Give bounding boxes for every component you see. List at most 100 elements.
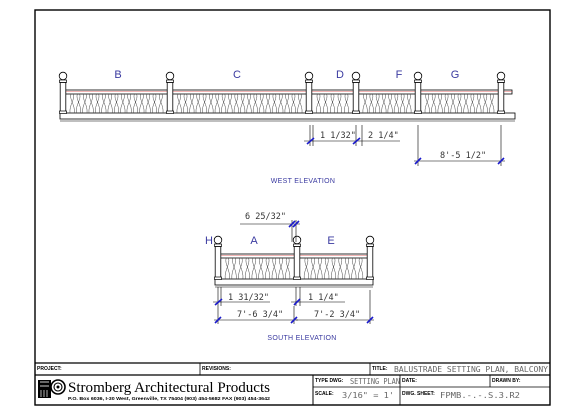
baluster (368, 93, 374, 114)
baluster (251, 257, 257, 280)
baluster (450, 93, 456, 114)
baluster (317, 257, 323, 280)
south-dimension-1: 6 25/32" (240, 212, 300, 242)
baluster (69, 93, 75, 114)
baluster (284, 93, 290, 114)
baluster (189, 93, 195, 114)
baluster (316, 93, 321, 114)
type-dwg-label: TYPE DWG: (315, 378, 344, 384)
type-dwg-value: SETTING PLAN (350, 377, 400, 386)
baluster (202, 93, 208, 114)
west-section-letter-b: B (114, 69, 121, 81)
baluster (285, 257, 291, 280)
baluster (195, 93, 201, 114)
revisions-label: REVISIONS: (202, 366, 231, 372)
baluster (387, 93, 393, 114)
west-dimension-3: 8'-5 1/2" (414, 125, 505, 166)
post (413, 71, 423, 114)
project-label: PROJECT: (37, 366, 62, 372)
baluster (337, 257, 343, 280)
baluster (114, 93, 119, 114)
baluster (271, 93, 277, 114)
post (58, 71, 68, 114)
baluster (406, 93, 412, 114)
baluster (291, 93, 296, 114)
baluster (337, 93, 342, 114)
south-elevation: H A E 6 25/32" 1 31/32" 1 1/4" (205, 212, 375, 342)
baluster (231, 257, 237, 280)
baluster (95, 93, 100, 114)
baluster (88, 93, 94, 114)
scale-value: 3/16" = 1' (342, 391, 394, 400)
post (165, 71, 175, 114)
west-section-letter-c: C (233, 69, 241, 81)
baluster (107, 93, 113, 114)
post (292, 235, 302, 280)
baluster (176, 93, 182, 114)
baluster (463, 93, 469, 114)
baluster (158, 93, 164, 114)
title-value: BALUSTRADE SETTING PLAN, BALCONY (394, 365, 549, 374)
company-name: Stromberg Architectural Products (68, 380, 270, 396)
baluster (476, 93, 482, 114)
baluster (183, 93, 188, 114)
baluster (208, 93, 214, 114)
company-address: P.O. Box 6036, I-30 West, Greenville, TX… (68, 396, 271, 401)
south-dimension-4: 7'-6 3/4" (214, 306, 298, 324)
south-elevation-caption: SOUTH ELEVATION (267, 335, 336, 342)
baluster (238, 257, 244, 280)
south-balustrade (213, 235, 375, 288)
plinth (59, 112, 516, 120)
baluster (344, 93, 349, 114)
baluster (240, 93, 246, 114)
baluster (152, 93, 157, 114)
south-dimension-5: 7'-2 3/4" (296, 290, 374, 324)
company-logo-icon (38, 379, 66, 398)
west-elevation: B C D F G 1 1/32" 2 1/4" 8'-5 1/2" (58, 69, 516, 185)
west-dim-label-1: 1 1/32" (320, 131, 356, 141)
baluster (265, 257, 271, 280)
west-section-letter-f: F (396, 69, 403, 81)
sheet-border (34, 9, 551, 406)
baluster (258, 257, 264, 280)
post (365, 235, 375, 280)
baluster (214, 93, 220, 114)
baluster (482, 93, 488, 114)
baluster (297, 93, 303, 114)
baluster (145, 93, 151, 114)
baluster (259, 93, 265, 114)
baluster (139, 93, 145, 114)
baluster (303, 257, 309, 280)
west-dim-label-3: 8'-5 1/2" (440, 151, 486, 161)
baluster (265, 93, 271, 114)
baluster (362, 93, 368, 114)
baluster (224, 257, 230, 280)
baluster (431, 93, 437, 114)
baluster (457, 93, 462, 114)
post (496, 71, 506, 114)
baluster (278, 257, 284, 280)
baluster (330, 93, 335, 114)
baluster (469, 93, 475, 114)
post (351, 71, 361, 114)
post (304, 71, 314, 114)
baluster (393, 93, 399, 114)
south-dim-label-4: 7'-6 3/4" (237, 310, 283, 320)
baluster (351, 257, 357, 280)
baluster (101, 93, 107, 114)
baluster (444, 93, 450, 114)
west-section-letter-g: G (451, 69, 460, 81)
baluster (133, 93, 138, 114)
baluster (120, 93, 126, 114)
baluster (233, 93, 239, 114)
south-dimension-3: 1 1/4" (291, 287, 345, 306)
top-rail (62, 89, 513, 95)
baluster (244, 257, 250, 280)
baluster (400, 93, 406, 114)
baluster (489, 93, 495, 114)
west-elevation-caption: WEST ELEVATION (271, 178, 336, 185)
south-dim-label-3: 1 1/4" (308, 293, 339, 303)
date-label: DATE: (402, 378, 417, 384)
baluster (323, 93, 328, 114)
